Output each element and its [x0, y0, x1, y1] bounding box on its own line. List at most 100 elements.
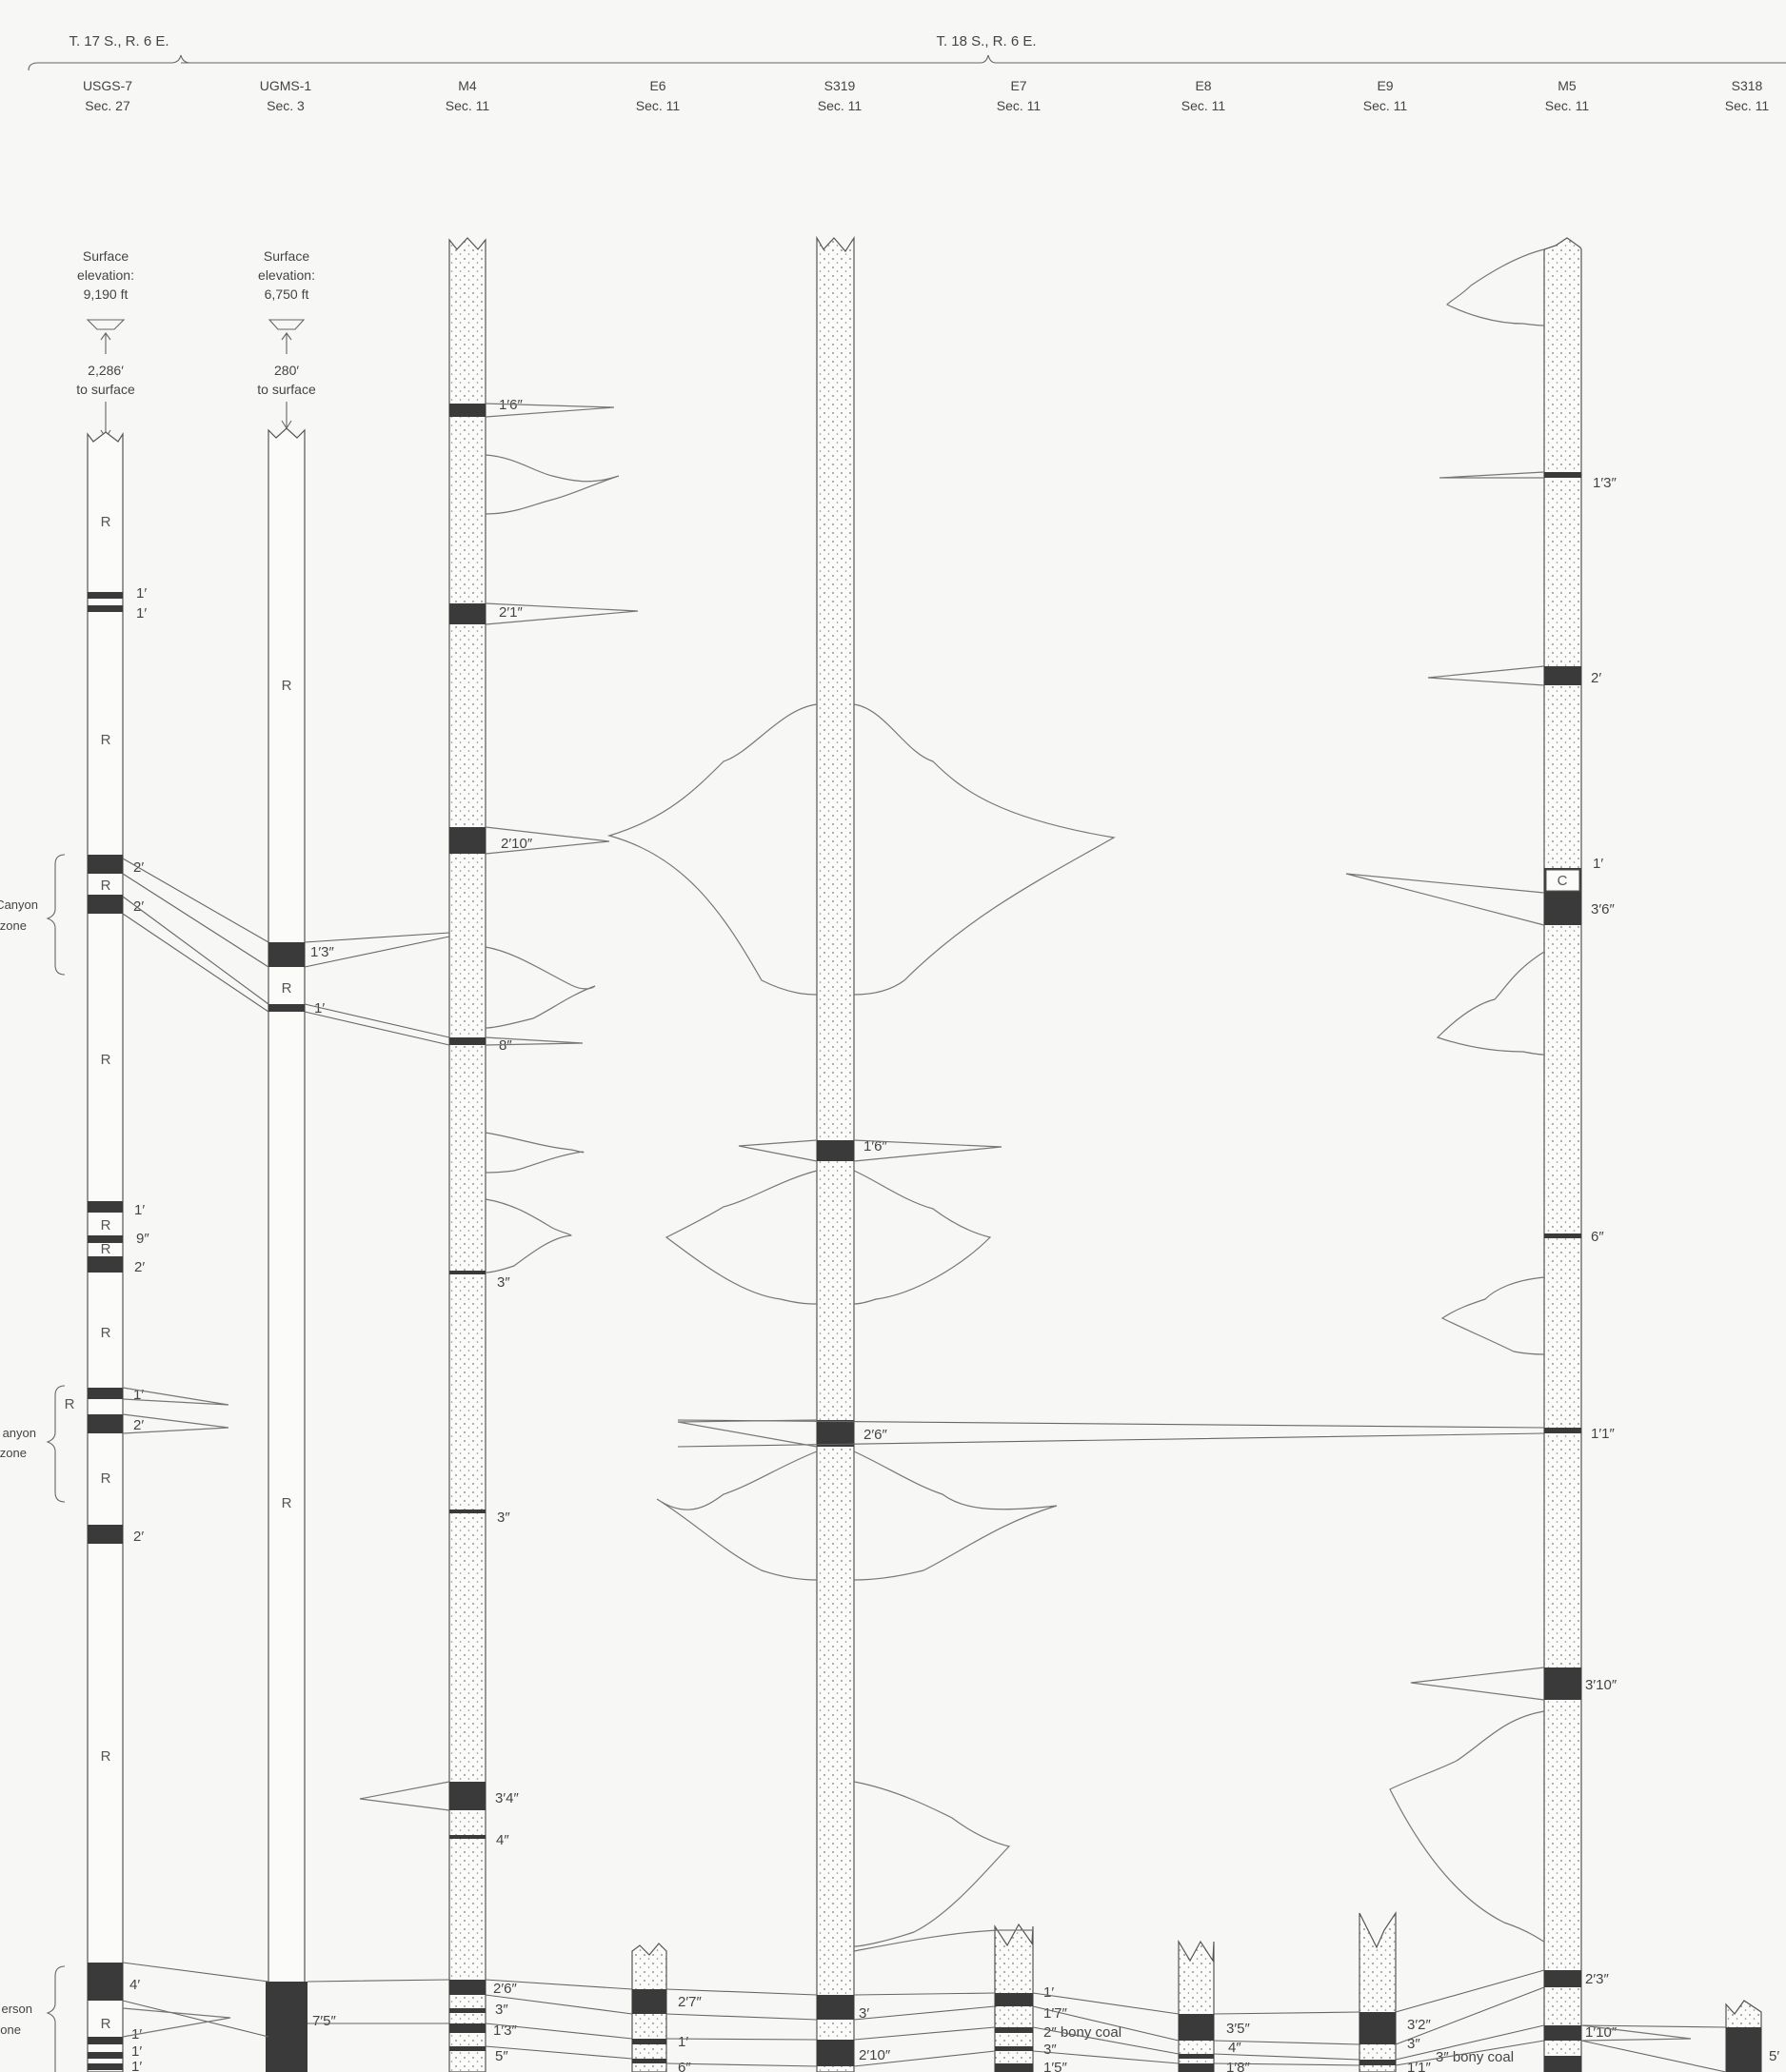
- column-m4: [449, 238, 486, 2072]
- svg-text:E9: E9: [1377, 78, 1393, 93]
- svg-text:USGS-7: USGS-7: [83, 78, 132, 93]
- column-m5: C: [1544, 238, 1581, 2072]
- svg-text:2′: 2′: [134, 1259, 145, 1275]
- svg-text:Sec. 11: Sec. 11: [636, 98, 681, 113]
- svg-text:1′3″: 1′3″: [310, 944, 334, 960]
- rock-symbol: R: [282, 980, 292, 997]
- svg-text:Surface: Surface: [83, 248, 129, 264]
- usgs7-thickness-labels: 1′ 1′ 2′ 2′ 1′ 9″ 2′ 1′ 2′ 2′ 4′ 1′ 1′ 1…: [129, 585, 149, 2072]
- svg-text:6″: 6″: [678, 2060, 691, 2072]
- svg-text:S318: S318: [1732, 78, 1763, 93]
- svg-text:3″: 3″: [495, 2002, 508, 2018]
- column-ugms1: R R R: [266, 428, 308, 2072]
- rock-symbol: R: [101, 1052, 111, 1068]
- svg-text:2,286′: 2,286′: [88, 363, 124, 378]
- svg-text:9,190 ft: 9,190 ft: [84, 286, 129, 302]
- svg-text:5″: 5″: [495, 2048, 508, 2064]
- well-header-m5: M5 Sec. 11: [1545, 78, 1590, 113]
- township-t18-label: T. 18 S., R. 6 E.: [936, 33, 1036, 49]
- correlation-lines: [123, 858, 1726, 2072]
- svg-text:3″: 3″: [1407, 2036, 1420, 2052]
- pinch-out-wedges: [123, 404, 1691, 2041]
- sandstone-lenses: [486, 249, 1544, 1951]
- svg-text:erson: erson: [1, 2002, 32, 2016]
- svg-text:1′: 1′: [1043, 1984, 1054, 2001]
- svg-text:E8: E8: [1195, 78, 1211, 93]
- svg-text:4″: 4″: [1228, 2040, 1241, 2056]
- svg-text:4′: 4′: [129, 1977, 140, 1993]
- zone-brace-1: Canyon zone: [0, 855, 65, 975]
- svg-text:one: one: [0, 2023, 21, 2037]
- svg-text:1′: 1′: [136, 605, 147, 622]
- e6-thickness-labels: 2′7″ 1′ 6″: [678, 1994, 702, 2072]
- svg-text:Sec. 11: Sec. 11: [446, 98, 490, 113]
- svg-text:Sec. 11: Sec. 11: [1363, 98, 1408, 113]
- svg-text:3″: 3″: [1043, 2042, 1057, 2058]
- svg-text:280′: 280′: [274, 363, 299, 378]
- svg-text:zone: zone: [0, 1446, 27, 1460]
- svg-text:5′: 5′: [1769, 2048, 1779, 2064]
- rock-symbol: R: [101, 1325, 111, 1341]
- svg-text:3′4″: 3′4″: [495, 1790, 519, 1806]
- svg-text:S319: S319: [824, 78, 856, 93]
- svg-text:1′: 1′: [678, 2034, 688, 2050]
- svg-text:elevation:: elevation:: [77, 267, 134, 283]
- column-s318: [1726, 2001, 1761, 2072]
- column-usgs7: R R R R R R R R R R R: [65, 432, 123, 2072]
- svg-text:8″: 8″: [499, 1037, 512, 1054]
- svg-text:2′6″: 2′6″: [493, 1981, 517, 1997]
- svg-text:Sec. 27: Sec. 27: [85, 98, 130, 113]
- zone-brace-2: anyon zone: [0, 1386, 65, 1502]
- svg-text:to surface: to surface: [76, 382, 135, 397]
- svg-text:anyon: anyon: [3, 1426, 36, 1440]
- well-header-e8: E8 Sec. 11: [1181, 78, 1226, 113]
- svg-text:elevation:: elevation:: [258, 267, 315, 283]
- svg-text:3′5″: 3′5″: [1226, 2021, 1250, 2037]
- svg-text:M5: M5: [1558, 78, 1577, 93]
- svg-text:M4: M4: [458, 78, 477, 93]
- svg-text:Sec. 11: Sec. 11: [1181, 98, 1226, 113]
- well-header-usgs7: USGS-7 Sec. 27: [83, 78, 132, 113]
- column-e9: [1359, 1913, 1396, 2072]
- svg-text:Sec. 3: Sec. 3: [267, 98, 305, 113]
- svg-text:Sec. 11: Sec. 11: [997, 98, 1042, 113]
- m4-thickness-labels: 1′6″ 2′1″ 2′10″ 8″ 3″ 3″ 3′4″ 4″ 2′6″ 3″…: [493, 397, 533, 2064]
- svg-text:7′5″: 7′5″: [312, 2013, 336, 2029]
- rock-symbol: R: [101, 1241, 111, 1257]
- svg-text:1′: 1′: [136, 585, 147, 602]
- svg-text:1′: 1′: [1593, 856, 1603, 872]
- svg-text:2′: 2′: [133, 1529, 144, 1545]
- well-header-e7: E7 Sec. 11: [997, 78, 1042, 113]
- surface-note-usgs7: Surface elevation: 9,190 ft 2,286′ to su…: [76, 248, 135, 438]
- svg-text:zone: zone: [0, 918, 27, 933]
- svg-text:2′7″: 2′7″: [678, 1994, 702, 2010]
- svg-text:3″: 3″: [497, 1274, 510, 1291]
- svg-text:3′6″: 3′6″: [1591, 901, 1615, 918]
- column-e7: [995, 1924, 1033, 2072]
- svg-text:2″ bony coal: 2″ bony coal: [1043, 2024, 1121, 2041]
- well-header-e9: E9 Sec. 11: [1363, 78, 1408, 113]
- svg-text:3″: 3″: [497, 1510, 510, 1526]
- e7-thickness-labels: 1′ 1′7″ 2″ bony coal 3″ 1′5″: [1043, 1984, 1121, 2072]
- m5-thickness-labels: 1′3″ 2′ 1′ 3′6″ 6″ 1′1″ 3′10″ 2′3″ 1′10″: [1585, 475, 1617, 2041]
- svg-text:3′10″: 3′10″: [1585, 1677, 1617, 1693]
- column-e8: [1179, 1942, 1214, 2072]
- rock-symbol: R: [101, 732, 111, 748]
- svg-text:E6: E6: [649, 78, 665, 93]
- rock-symbol: R: [101, 514, 111, 530]
- s318-thickness-labels: 5′: [1769, 2048, 1779, 2064]
- svg-text:1′3″: 1′3″: [1593, 475, 1617, 491]
- svg-text:Sec. 11: Sec. 11: [1725, 98, 1770, 113]
- svg-text:1′8″: 1′8″: [1226, 2060, 1250, 2072]
- rock-symbol: R: [101, 1217, 111, 1233]
- svg-text:UGMS-1: UGMS-1: [260, 78, 312, 93]
- rock-symbol: R: [101, 878, 111, 894]
- rock-symbol: R: [65, 1396, 75, 1412]
- well-header-ugms1: UGMS-1 Sec. 3: [260, 78, 312, 113]
- township-t17-brace: [29, 55, 190, 70]
- rock-symbol: R: [101, 2016, 111, 2032]
- rock-symbol: R: [101, 1748, 111, 1765]
- coal-symbol: C: [1558, 873, 1568, 889]
- svg-text:2′: 2′: [1591, 670, 1601, 686]
- svg-text:1′: 1′: [134, 1202, 145, 1218]
